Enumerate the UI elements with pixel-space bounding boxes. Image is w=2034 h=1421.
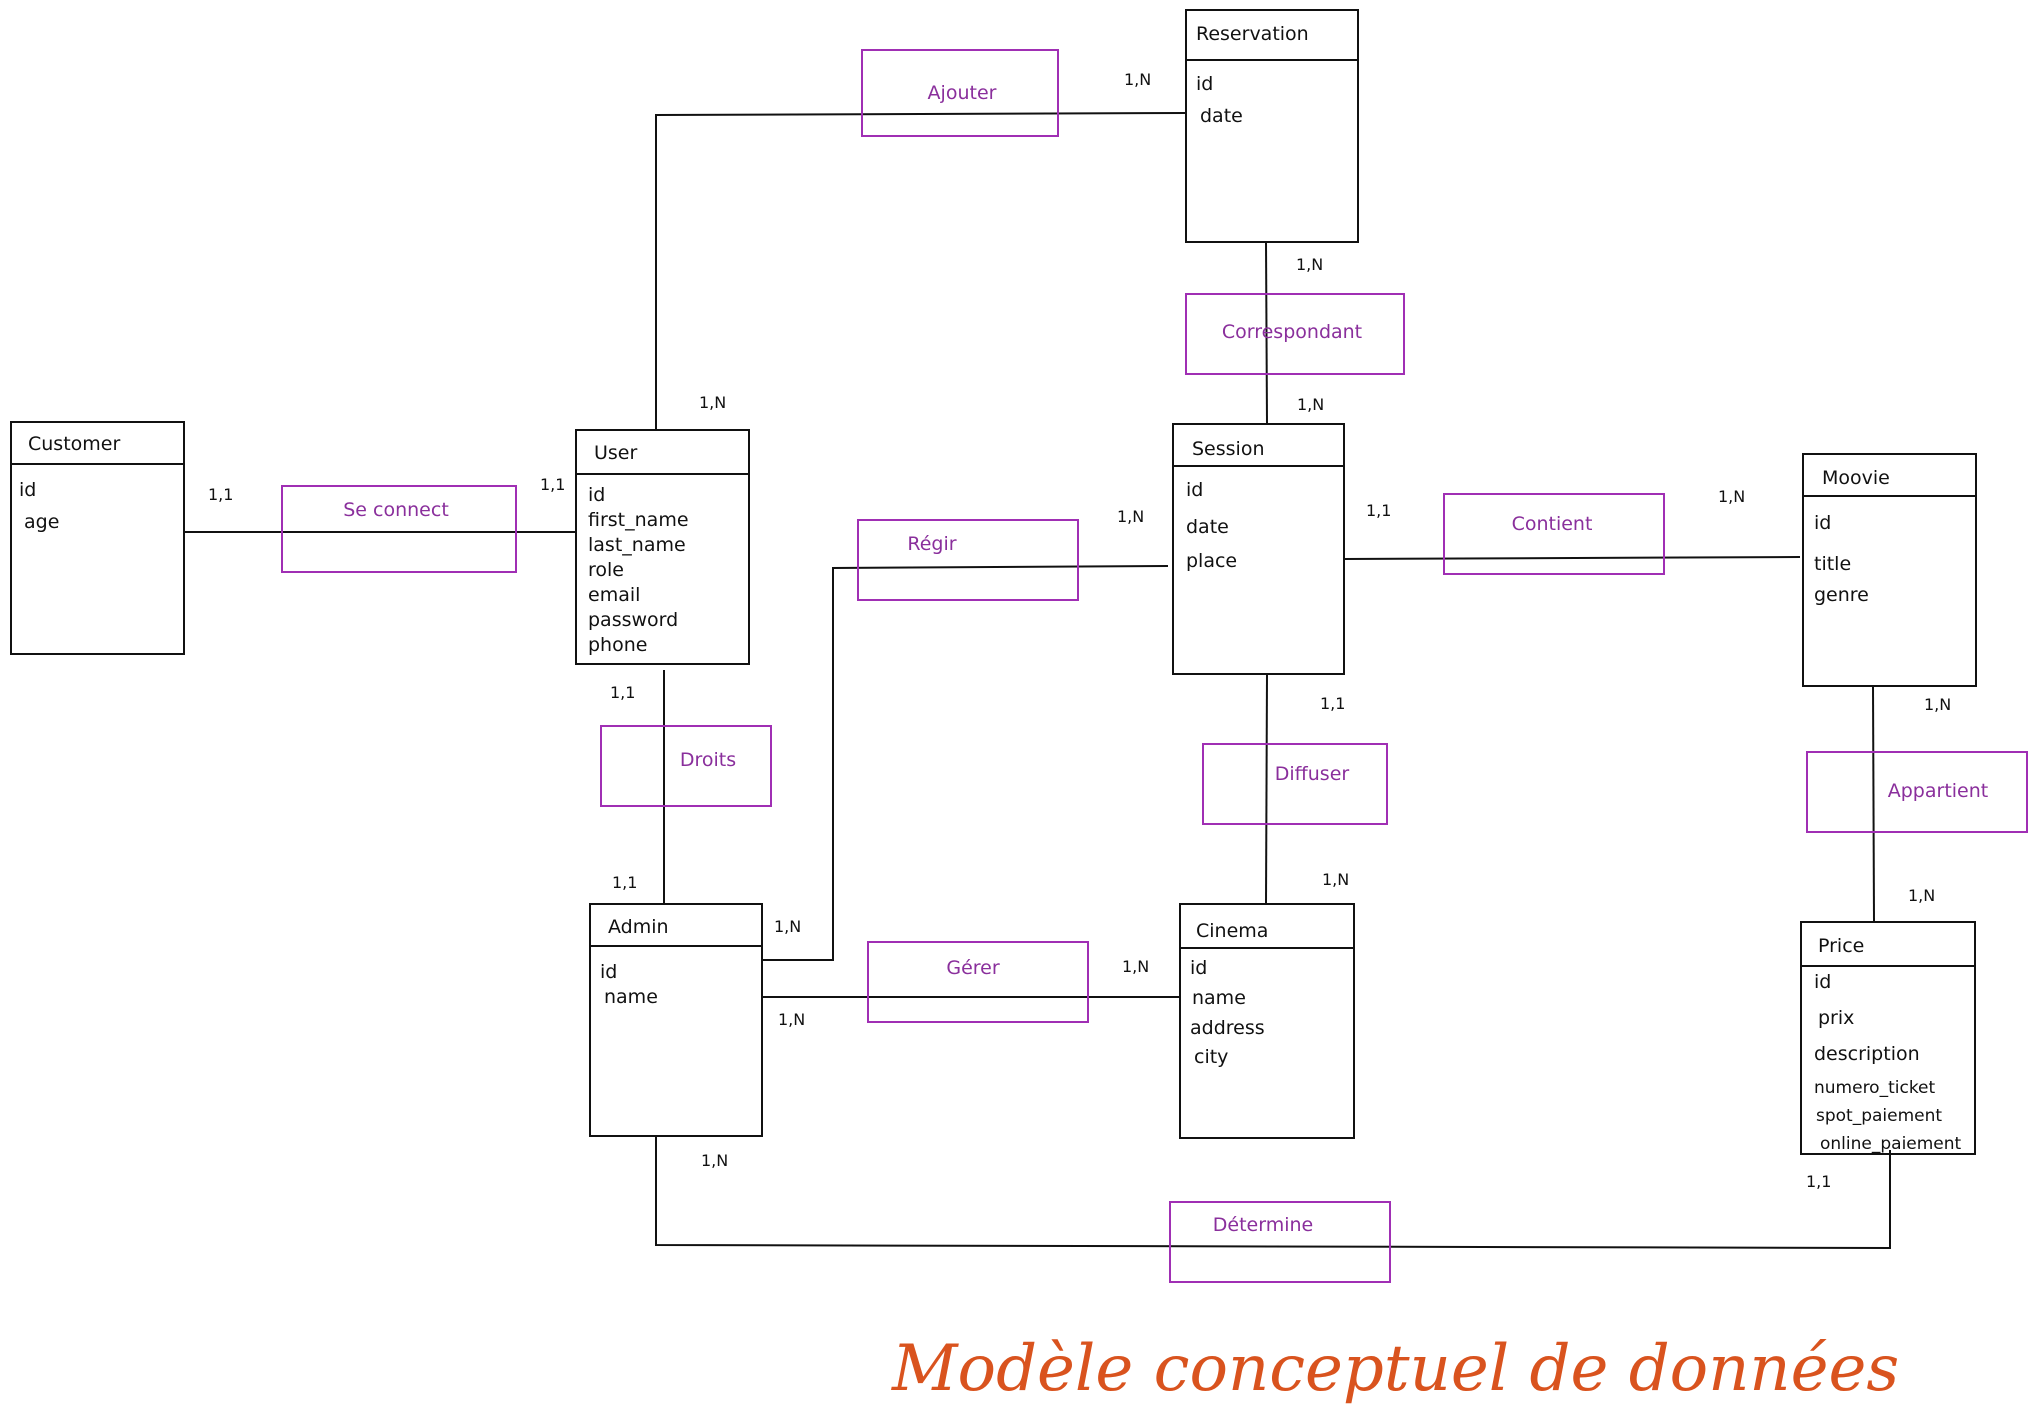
cardinalities: 1,N 1,N 1,N 1,N 1,1 1,1 1,N 1,1 1,N 1,1 …: [208, 70, 1951, 1191]
cardinality: 1,N: [1924, 695, 1951, 714]
relation-gerer: Gérer: [867, 941, 1089, 1023]
relation-label: Ajouter: [928, 82, 997, 104]
cardinality: 1,N: [699, 393, 726, 412]
entity-attribute: first_name: [588, 509, 689, 531]
relation-correspondant: Correspondant: [1185, 293, 1405, 375]
cardinality: 1,N: [1117, 507, 1144, 526]
entity-title: Customer: [28, 433, 120, 455]
relation-droits: Droits: [600, 725, 772, 807]
relation-label: Diffuser: [1275, 763, 1350, 785]
relation-regir: Régir: [857, 519, 1079, 601]
cardinality: 1,N: [1322, 870, 1349, 889]
relation-label: Gérer: [946, 957, 999, 979]
link-session-moovie: [1343, 556, 1801, 560]
entity-attribute: role: [588, 559, 624, 581]
cardinality: 1,1: [1366, 501, 1391, 520]
entity-price: Price id prix description numero_ticket …: [1800, 921, 1976, 1155]
relation-determine: Détermine: [1169, 1201, 1391, 1283]
relation-label: Régir: [907, 533, 956, 555]
cardinality: 1,N: [1122, 957, 1149, 976]
entity-attribute: id: [1186, 479, 1203, 501]
entity-title: Moovie: [1822, 467, 1890, 489]
entity-attribute: password: [588, 609, 678, 631]
entity-attribute: date: [1186, 516, 1229, 538]
entity-user: User id first_name last_name role email …: [575, 429, 750, 665]
entity-customer: Customer id age: [10, 421, 185, 655]
entity-attribute: phone: [588, 634, 647, 656]
entity-attribute: id: [1814, 971, 1831, 993]
link-admin-price: [655, 1136, 1891, 1250]
relation-label: Contient: [1512, 513, 1593, 535]
relation-label: Droits: [680, 749, 736, 771]
cardinality: 1,1: [610, 683, 635, 702]
link-reservation-session: [1265, 241, 1268, 425]
link-session-cinema: [1265, 673, 1268, 904]
entity-attribute: description: [1814, 1043, 1920, 1065]
entity-attribute: date: [1200, 105, 1243, 127]
link-moovie-price: [1872, 685, 1875, 923]
relation-label: Se connect: [343, 499, 449, 521]
connector-lines: [184, 112, 1891, 1250]
entity-attribute: id: [1814, 512, 1831, 534]
relation-contient: Contient: [1443, 493, 1665, 575]
entity-reservation: Reservation id date: [1185, 9, 1359, 243]
relation-se-connect: Se connect: [281, 485, 517, 573]
entity-attribute: id: [588, 484, 605, 506]
entity-moovie: Moovie id title genre: [1802, 453, 1977, 687]
entity-title: Session: [1192, 438, 1265, 460]
diagram-title: Modèle conceptuel de données: [891, 1332, 1899, 1406]
entity-attribute: name: [604, 986, 658, 1008]
entity-title: Cinema: [1196, 920, 1268, 942]
cardinality: 1,1: [1320, 694, 1345, 713]
entity-attribute: online_paiement: [1820, 1134, 1962, 1154]
entity-attribute: last_name: [588, 534, 686, 556]
entity-attribute: id: [19, 479, 36, 501]
entity-attribute: prix: [1818, 1007, 1854, 1029]
cardinality: 1,1: [208, 485, 233, 504]
entity-attribute: numero_ticket: [1814, 1078, 1936, 1098]
link-admin-session: [762, 565, 1169, 961]
cardinality: 1,1: [612, 873, 637, 892]
entity-attribute: id: [600, 961, 617, 983]
relation-appartient: Appartient: [1806, 751, 2028, 833]
relation-label: Détermine: [1213, 1214, 1313, 1236]
cardinality: 1,N: [1297, 395, 1324, 414]
entity-attribute: id: [1190, 957, 1207, 979]
cardinality: 1,N: [701, 1151, 728, 1170]
link-user-reservation: [655, 112, 1187, 430]
entity-attribute: spot_paiement: [1816, 1106, 1942, 1126]
cardinality: 1,1: [540, 475, 565, 494]
entity-attribute: age: [24, 511, 59, 533]
entity-session: Session id date place: [1172, 423, 1345, 675]
cardinality: 1,N: [778, 1010, 805, 1029]
entity-attribute: address: [1190, 1017, 1265, 1039]
cardinality: 1,N: [774, 917, 801, 936]
relation-ajouter: Ajouter: [861, 49, 1059, 137]
entity-attribute: id: [1196, 73, 1213, 95]
entity-title: User: [594, 442, 637, 464]
entity-title: Price: [1818, 935, 1864, 957]
entity-attribute: city: [1194, 1046, 1228, 1068]
relation-label: Appartient: [1888, 780, 1988, 802]
entity-attribute: email: [588, 584, 640, 606]
cardinality: 1,N: [1718, 487, 1745, 506]
cardinality: 1,N: [1908, 886, 1935, 905]
entity-attribute: place: [1186, 550, 1237, 572]
entity-attribute: name: [1192, 987, 1246, 1009]
entity-cinema: Cinema id name address city: [1179, 903, 1355, 1139]
entity-admin: Admin id name: [589, 903, 763, 1137]
relation-diffuser: Diffuser: [1202, 743, 1388, 825]
cardinality: 1,N: [1124, 70, 1151, 89]
entity-attribute: genre: [1814, 584, 1869, 606]
cardinality: 1,1: [1806, 1172, 1831, 1191]
entity-attribute: title: [1814, 553, 1851, 575]
relation-label: Correspondant: [1222, 321, 1362, 343]
entity-title: Admin: [608, 916, 669, 938]
cardinality: 1,N: [1296, 255, 1323, 274]
entity-title: Reservation: [1196, 23, 1309, 45]
